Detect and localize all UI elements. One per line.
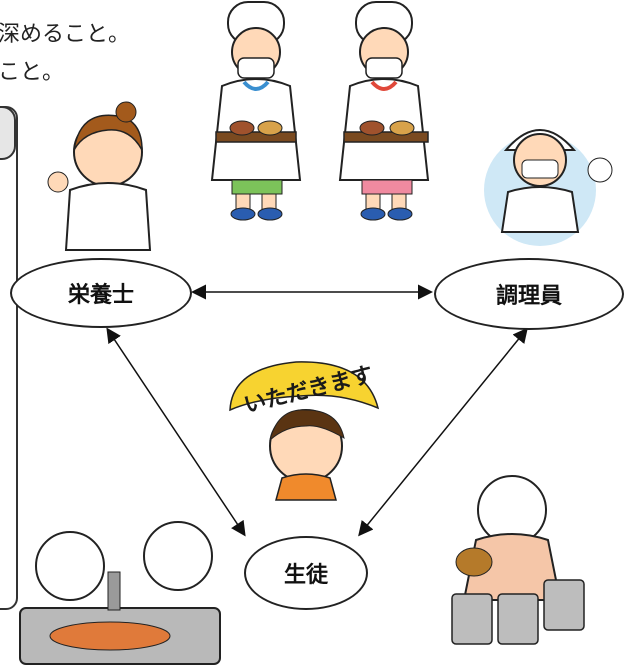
header-line-2: こと。 <box>0 60 65 85</box>
itadakimasu-child-icon <box>229 361 380 501</box>
node-cook: 調理員 <box>434 258 624 330</box>
header-line-1: 深めること。 <box>0 22 131 47</box>
cook-waving-icon <box>484 129 613 246</box>
node-student: 生徒 <box>244 536 368 610</box>
node-nutritionist: 栄養士 <box>10 258 192 328</box>
dishwashing-cooks-icon <box>19 521 221 665</box>
lunch-duty-student-left-icon <box>210 1 302 221</box>
arrow-cook-student <box>358 327 528 537</box>
nutritionist-icon <box>47 101 152 251</box>
cook-with-buckets-icon <box>451 475 585 645</box>
lunch-duty-student-right-icon <box>338 1 430 221</box>
arrow-nutritionist-student <box>106 327 246 537</box>
